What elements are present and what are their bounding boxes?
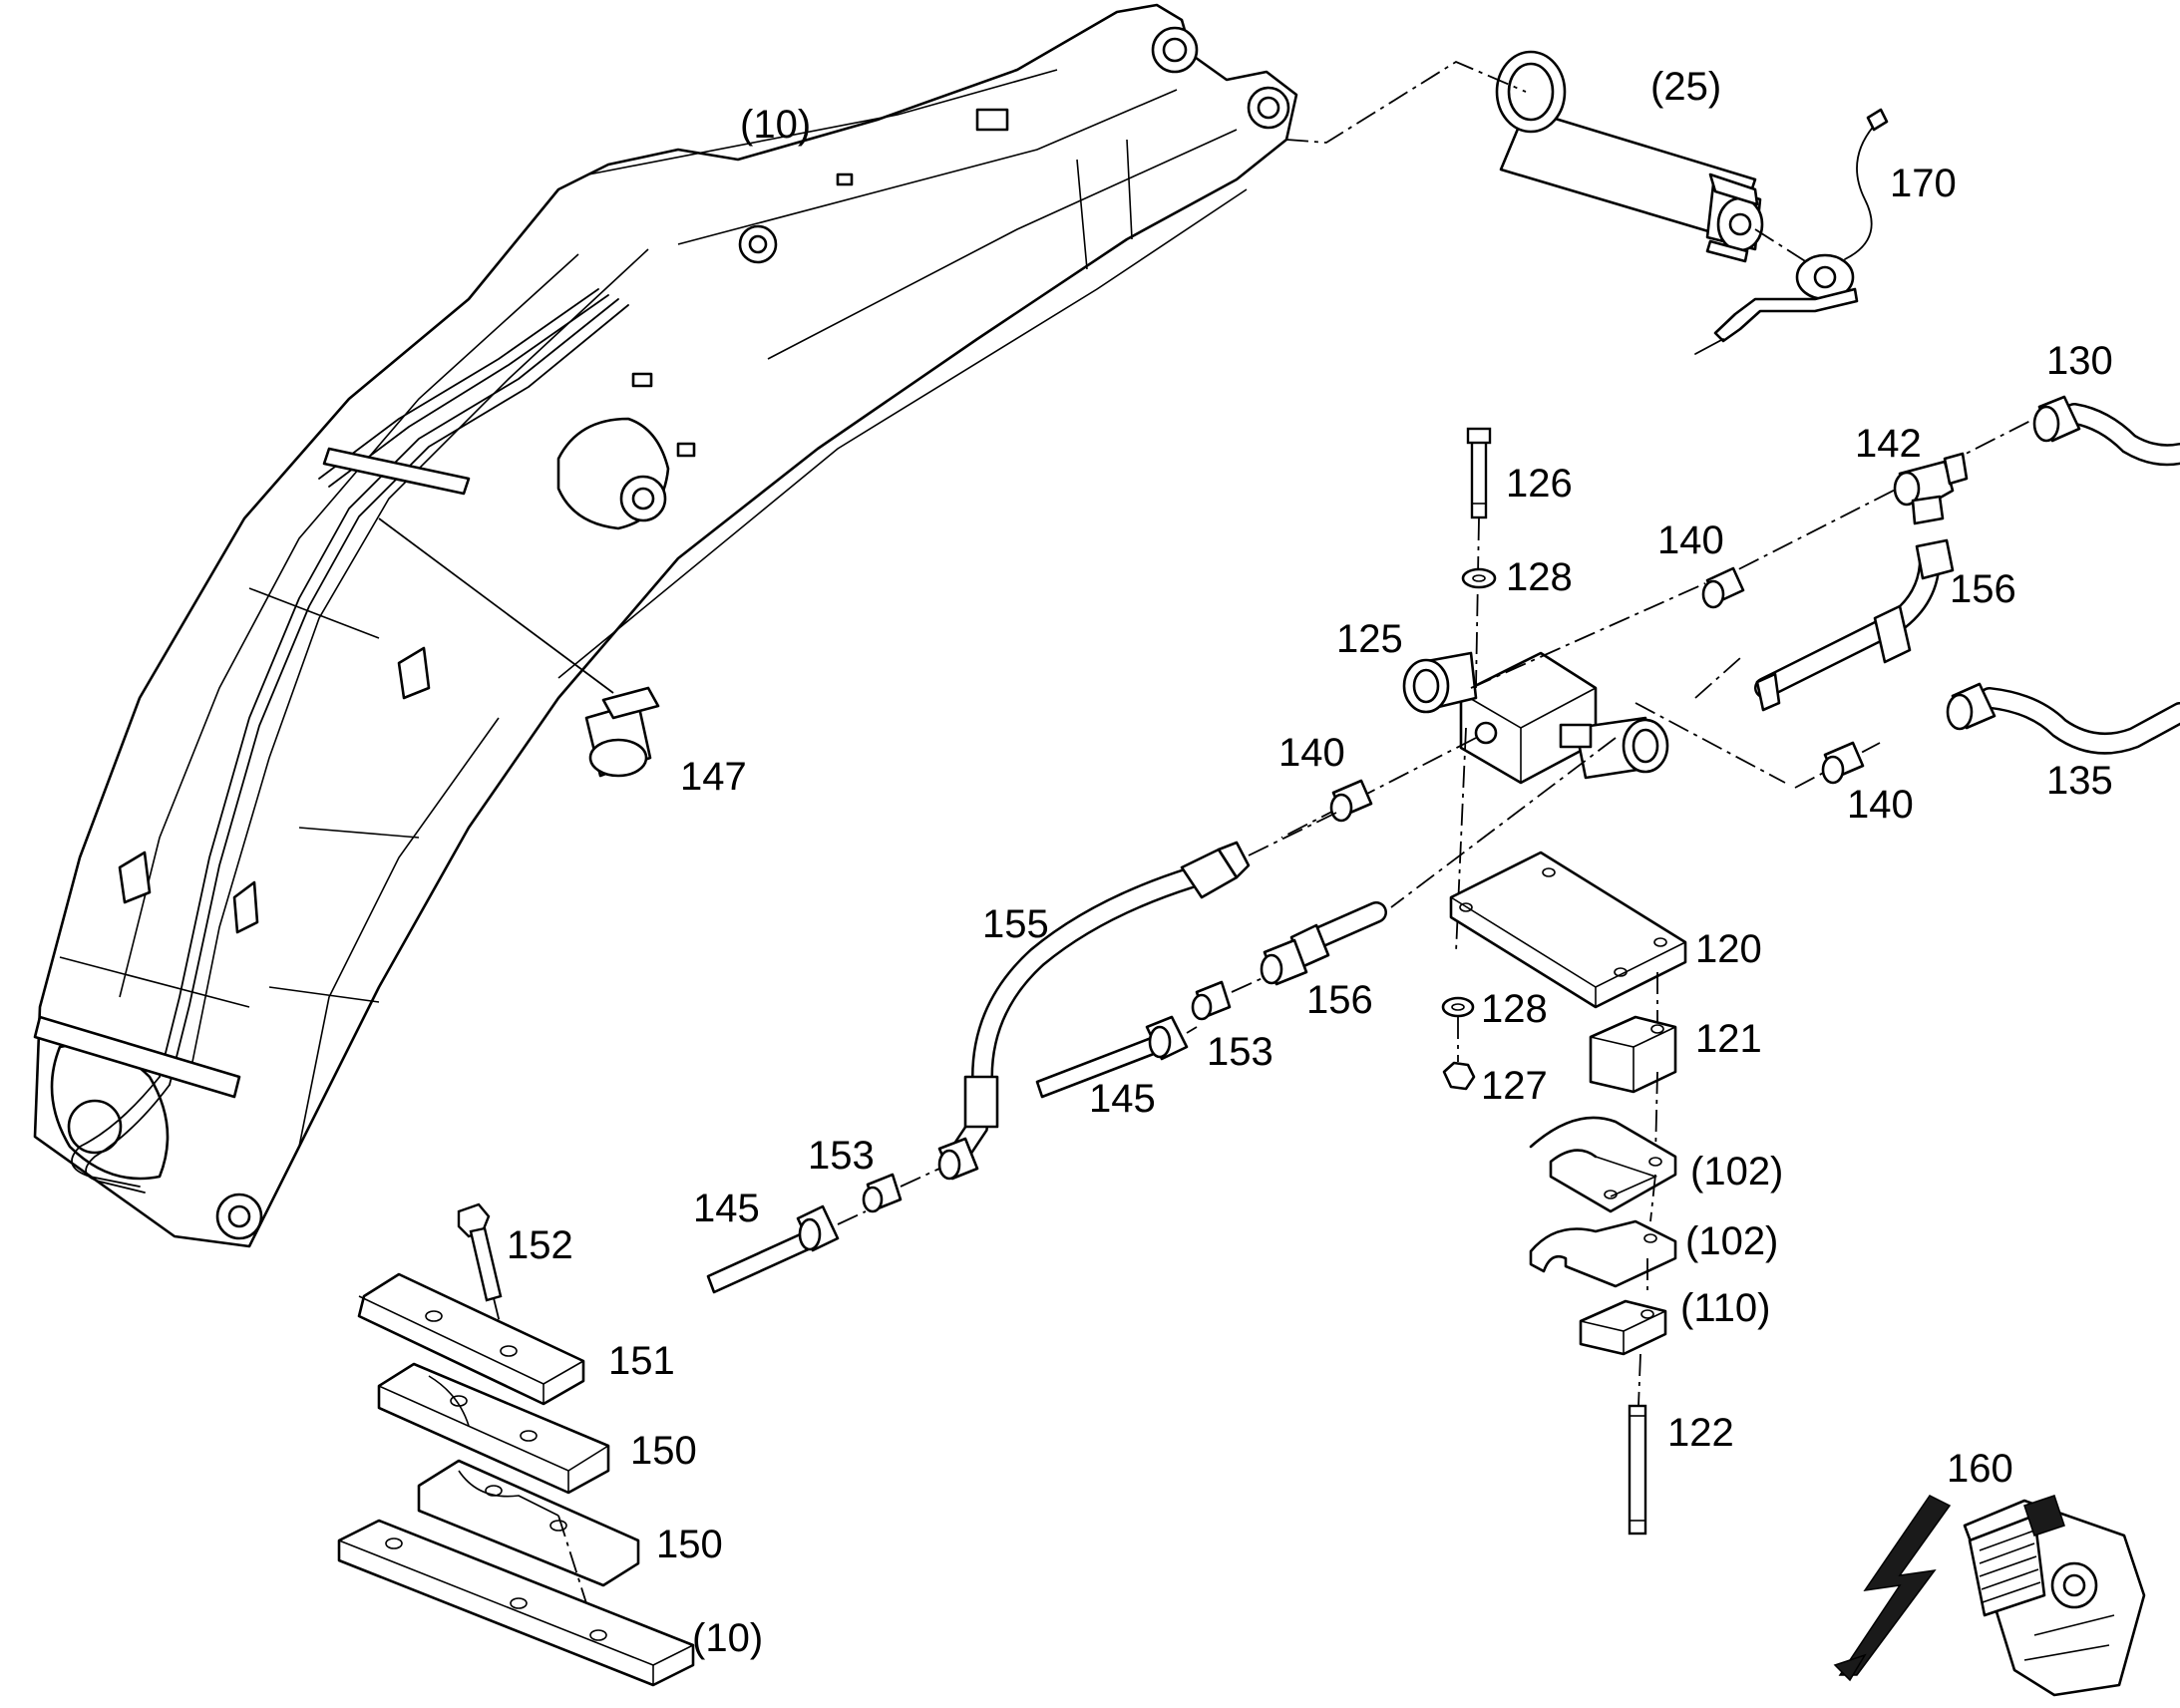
hose-end-145-left <box>706 1204 840 1294</box>
clamp-102-upper <box>1529 1116 1677 1213</box>
axis-pin-end <box>1754 228 1811 265</box>
callout-140-b: 140 <box>1278 731 1345 775</box>
lightning-bolt-icon <box>1833 1495 1952 1682</box>
clamp-102-lower <box>1529 1219 1677 1288</box>
block-110 <box>1579 1299 1667 1356</box>
plate-10-bottom <box>337 1519 695 1687</box>
callout-120: 120 <box>1695 927 1762 971</box>
adapter-140-b <box>1329 779 1373 823</box>
callout-156-right: 156 <box>1950 567 2016 611</box>
callout-125: 125 <box>1336 617 1403 661</box>
valve-125 <box>1402 651 1669 785</box>
callout-122: 122 <box>1667 1411 1734 1455</box>
callout-160: 160 <box>1947 1447 2013 1491</box>
callout-145-mid: 145 <box>1089 1077 1156 1121</box>
clamp-150-lower <box>417 1459 640 1587</box>
hose-156-mid <box>1260 901 1387 986</box>
callout-102-b: (102) <box>1685 1219 1778 1263</box>
callout-110: (110) <box>1680 1286 1770 1330</box>
hose-end-145-mid <box>1035 1015 1189 1099</box>
callout-156-mid: 156 <box>1306 978 1373 1022</box>
callout-150-a: 150 <box>630 1429 697 1473</box>
callout-170: 170 <box>1890 162 1957 205</box>
callout-153-mid: 153 <box>1207 1030 1273 1074</box>
callout-147: 147 <box>680 755 747 799</box>
electrical-connector-icon <box>1963 1495 2146 1697</box>
pin-25 <box>1495 50 1764 263</box>
callout-130: 130 <box>2046 339 2113 383</box>
callout-152: 152 <box>507 1223 573 1267</box>
adapter-153-mid <box>1191 980 1232 1021</box>
bolt-152 <box>457 1202 508 1352</box>
nut-127 <box>1442 1061 1476 1091</box>
callout-128-top: 128 <box>1506 555 1573 599</box>
callout-10-bottom: (10) <box>692 1616 763 1660</box>
callout-25: (25) <box>1650 65 1721 109</box>
callout-135: 135 <box>2046 759 2113 803</box>
adapter-153-left <box>862 1173 903 1213</box>
stud-122 <box>1628 1404 1647 1536</box>
callout-142: 142 <box>1855 422 1922 466</box>
plate-151 <box>357 1272 585 1406</box>
hose-155 <box>937 841 1251 1181</box>
callout-140-c: 140 <box>1847 783 1914 827</box>
callout-labels: (10) (25) 170 130 142 126 128 140 156 12… <box>507 65 2113 1660</box>
block-121 <box>1589 1015 1677 1094</box>
callout-140-a: 140 <box>1657 518 1724 562</box>
plate-120 <box>1449 851 1687 1009</box>
callout-151: 151 <box>608 1339 675 1383</box>
boom-assembly <box>33 3 1298 1248</box>
washer-128-bottom <box>1441 996 1475 1018</box>
callout-128-bottom: 128 <box>1481 987 1548 1031</box>
callout-155: 155 <box>982 902 1049 946</box>
callout-145-left: 145 <box>693 1187 760 1230</box>
callout-102-a: (102) <box>1690 1150 1783 1194</box>
callout-127: 127 <box>1481 1064 1548 1108</box>
leader-147 <box>378 517 614 694</box>
callout-121: 121 <box>1695 1017 1762 1061</box>
callout-153-left: 153 <box>808 1134 875 1178</box>
fitting-147 <box>584 686 660 778</box>
adapter-140-c <box>1821 741 1865 785</box>
washer-128-top <box>1461 567 1497 589</box>
bolt-126 <box>1466 427 1492 689</box>
hose-135 <box>1946 682 2180 755</box>
hose-130 <box>2032 395 2180 467</box>
callout-126: 126 <box>1506 462 1573 506</box>
lock-plate-170 <box>1694 108 1889 355</box>
callout-10-top: (10) <box>740 103 811 147</box>
clamp-150-upper <box>377 1362 610 1495</box>
hose-156-right <box>1754 538 1955 712</box>
axis-pin-25 <box>1285 60 1527 144</box>
callout-150-b: 150 <box>656 1523 723 1566</box>
adapter-140-a <box>1701 566 1745 609</box>
tee-142 <box>1893 452 1969 525</box>
